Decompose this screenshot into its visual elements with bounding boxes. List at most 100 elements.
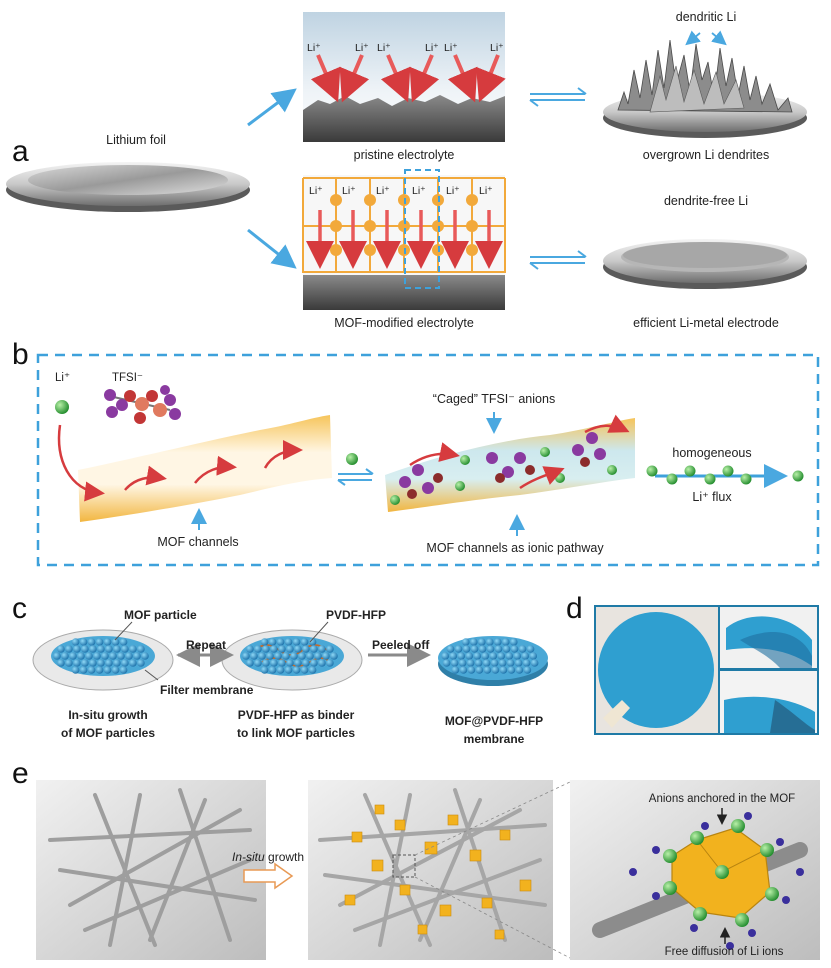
mof-particle-sphere — [314, 652, 322, 660]
mof-particle-sphere — [111, 638, 120, 646]
mof-particle-sphere — [93, 652, 101, 660]
mof-particle-sphere — [482, 659, 491, 667]
mof-particle-sphere — [103, 638, 112, 646]
mof-particle-sphere — [133, 652, 141, 660]
mof-particle-sphere — [65, 659, 73, 667]
mof-particle-sphere — [454, 645, 463, 653]
mof-particle-sphere — [119, 666, 128, 674]
equilibrium-arrows-top — [529, 87, 587, 107]
growth-word: growth — [264, 850, 305, 864]
mof-particle-sphere — [459, 666, 468, 674]
mof-particle-sphere — [441, 652, 450, 660]
panel-b-frame — [36, 353, 820, 567]
mof-particle-sphere — [119, 638, 128, 646]
mof-particle-sphere — [79, 638, 88, 646]
mof-particle-sphere — [111, 666, 120, 674]
mof-particle-sphere — [474, 659, 483, 667]
insitu-italic: In-situ — [232, 850, 265, 864]
repeat-label: Repeat — [186, 638, 227, 652]
mof-particle-sphere — [306, 652, 314, 660]
li-ion-label: Li⁺ — [342, 185, 356, 197]
mof-particle-sphere — [473, 652, 482, 660]
mof-particle-sphere — [246, 659, 254, 667]
lithium-foil-label: Lithium foil — [106, 133, 166, 147]
mof-particle-sphere — [502, 638, 510, 646]
dendritic-li-label: dendritic Li — [675, 10, 737, 24]
mof-particle-sphere — [260, 638, 269, 646]
mof-particle-sphere — [458, 659, 467, 667]
li-ion-legend-label: Li⁺ — [55, 372, 71, 384]
mof-particle-sphere — [326, 645, 334, 653]
mof-particle-sphere — [318, 645, 326, 653]
li-ion-label: Li⁺ — [425, 42, 439, 54]
mof-particle-sphere — [270, 645, 278, 653]
mof-particle-sphere — [95, 666, 104, 674]
peeled-off-label: Peeled off — [372, 638, 430, 652]
li-ion-label: Li⁺ — [479, 185, 493, 197]
arrow-to-pristine — [247, 88, 297, 127]
mof-particle-sphere — [250, 652, 258, 660]
mof-particle-sphere — [87, 638, 96, 646]
mof-particle-sphere — [310, 659, 318, 667]
insitu-growth-label-2: of MOF particles — [60, 726, 156, 740]
dendritic-li-disk — [603, 39, 807, 138]
zoom-region-box — [392, 854, 416, 878]
dendrite-pointer-left — [685, 30, 701, 46]
mof-electrolyte-box — [302, 169, 506, 310]
mof-particle-sphere — [73, 645, 81, 653]
mof-particle-sphere — [129, 659, 137, 667]
mof-particle-sphere — [530, 659, 539, 667]
mof-particle-sphere — [105, 659, 113, 667]
mof-particle-sphere — [462, 645, 471, 653]
mof-particle-sphere — [449, 652, 458, 660]
equilibrium-arrows-bottom — [529, 250, 587, 270]
mof-particle-sphere — [71, 638, 80, 646]
mof-particle-sphere — [141, 652, 149, 660]
mof-particle-sphere — [69, 652, 77, 660]
mof-particle-sphere — [483, 666, 492, 674]
mof-particle-sphere — [73, 659, 81, 667]
mof-particle-sphere — [276, 666, 285, 674]
mof-particle-sphere — [137, 659, 145, 667]
pristine-electrolyte-box — [303, 12, 506, 142]
mof-particle-sphere — [497, 652, 506, 660]
mof-particle-sphere — [308, 638, 317, 646]
mof-particle-sphere — [514, 659, 523, 667]
mof-particle-sphere — [499, 666, 508, 674]
mof-particle-sphere — [125, 652, 133, 660]
mof-particle-sphere — [258, 652, 266, 660]
lithium-foil-disk — [6, 162, 250, 212]
li-ion-sphere — [346, 453, 358, 465]
mof-particle-sphere — [242, 652, 250, 660]
panel-label-e: e — [12, 757, 29, 790]
mof-particle-sphere — [490, 659, 499, 667]
mof-particle-sphere — [510, 638, 518, 646]
tfsi-molecule — [104, 385, 181, 424]
rod-network — [48, 788, 257, 947]
homogeneous-label: homogeneous — [672, 446, 752, 460]
mof-particle-sphere — [486, 638, 494, 646]
mof-particle-sphere — [284, 638, 293, 646]
mof-particle-sphere — [274, 652, 282, 660]
anions-anchored-label: Anions anchored in the MOF — [648, 793, 796, 805]
membrane-label-1: MOF@PVDF-HFP — [444, 714, 544, 728]
mof-particle-sphere — [103, 666, 112, 674]
mof-particle-sphere — [121, 645, 129, 653]
mof-particle-sphere — [290, 652, 298, 660]
mof-particle-sphere — [318, 659, 326, 667]
mof-particle-sphere — [507, 666, 516, 674]
mof-particle-sphere — [467, 666, 476, 674]
mof-particle-sphere — [502, 645, 511, 653]
mof-particle-sphere — [526, 645, 535, 653]
mof-particle-sphere — [109, 652, 117, 660]
mof-particle-sphere — [113, 659, 121, 667]
growth-arrow — [243, 862, 294, 890]
mof-particle-sphere — [97, 645, 105, 653]
binder-label-1: PVDF-HFP as binder — [237, 708, 355, 722]
mof-particle-sphere — [71, 666, 80, 674]
insitu-growth-label-1: In-situ growth — [68, 708, 148, 722]
mof-channels-ionic-label: MOF channels as ionic pathway — [426, 541, 604, 555]
li-ion-label: Li⁺ — [446, 185, 460, 197]
panel-label-d: d — [566, 592, 583, 625]
mof-particle-sphere — [262, 659, 270, 667]
